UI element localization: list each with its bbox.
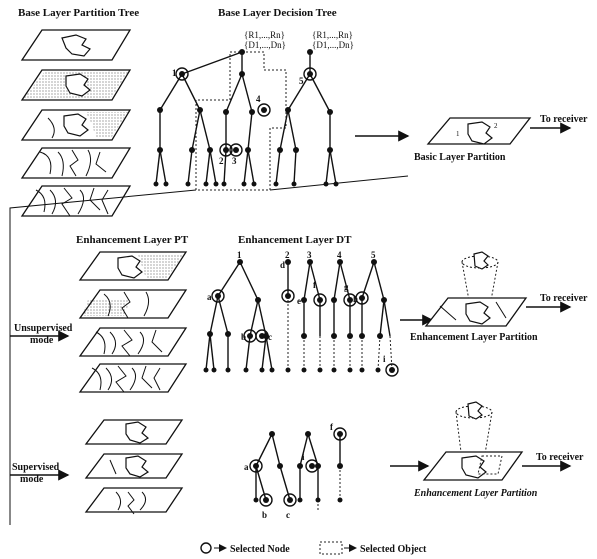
sup-selected-node-a — [249, 459, 263, 473]
svg-text:c: c — [286, 510, 290, 520]
basic-partition-label: Basic Layer Partition — [414, 152, 506, 163]
enhancement-layer-partition-1 — [424, 251, 528, 327]
flow-line-right — [269, 175, 409, 191]
base-node-label-2: 2 — [219, 156, 224, 166]
legend: Selected Node Selected Object — [200, 541, 427, 555]
base-selected-node-5 — [303, 67, 317, 81]
to-receiver-1: To receiver — [540, 114, 588, 125]
sup-selected-node-i — [305, 459, 319, 473]
enh-selected-node-i — [385, 363, 399, 377]
to-receiver-2: To receiver — [540, 293, 588, 304]
svg-text:a: a — [207, 292, 212, 302]
svg-text:f: f — [313, 280, 317, 290]
svg-text:b: b — [241, 332, 246, 342]
sup-selected-node-b — [259, 493, 273, 507]
base-plane-3 — [20, 109, 132, 141]
selected-node-legend-icon — [200, 542, 212, 554]
enh-selected-node-a — [211, 289, 225, 303]
legend-selected-node: Selected Node — [230, 544, 290, 555]
enhancement-decision-tree-title: Enhancement Layer DT — [238, 234, 352, 246]
enh-selected-node-h — [355, 291, 369, 305]
enhancement-partition-stack — [78, 251, 188, 393]
base-plane-4 — [20, 147, 132, 179]
base-node-label-3: 3 — [232, 156, 237, 166]
svg-text:h: h — [353, 294, 358, 304]
svg-text:5: 5 — [371, 250, 376, 260]
base-decision-tree: {R1,...,Rn} {D1,...,Dn} {R1,...,Rn} {D1,… — [153, 30, 354, 191]
r-set-left: {R1,...,Rn} — [244, 30, 285, 40]
base-selected-node-3 — [229, 143, 243, 157]
svg-text:i: i — [383, 354, 386, 364]
svg-text:g: g — [344, 282, 349, 292]
enhancement-layer-partition-2 — [422, 401, 524, 481]
svg-text:c: c — [268, 332, 272, 342]
base-plane-5 — [20, 185, 132, 217]
base-plane-2 — [20, 69, 132, 101]
base-node-label-1: 1 — [172, 68, 177, 78]
base-selected-node-1 — [175, 67, 189, 81]
flow-line-left — [9, 189, 197, 525]
enh-partition-label-2: Enhancement Layer Partition — [413, 488, 538, 499]
d-set-right: {D1,...,Dn} — [312, 40, 354, 50]
svg-text:d: d — [280, 260, 285, 270]
legend-selected-object: Selected Object — [360, 544, 427, 555]
enh-partition-label-1: Enhancement Layer Partition — [410, 332, 538, 343]
svg-text:4: 4 — [337, 250, 342, 260]
to-receiver-3: To receiver — [536, 452, 584, 463]
enhancement-partition-tree-title: Enhancement Layer PT — [76, 234, 189, 246]
base-decision-tree-title: Base Layer Decision Tree — [218, 7, 337, 19]
sup-selected-node-c — [283, 493, 297, 507]
svg-text:e: e — [297, 296, 301, 306]
supervised-decision-tree: a b c f i — [244, 422, 347, 520]
svg-text:f: f — [330, 422, 334, 432]
supervised-partition-stack — [84, 419, 184, 515]
selected-object-legend-icon — [319, 541, 343, 555]
base-selected-node-2 — [219, 143, 233, 157]
enh-selected-node-f — [313, 293, 327, 307]
basic-partition-number-2: 2 — [494, 122, 498, 130]
enh-selected-node-d — [281, 289, 295, 303]
svg-text:1: 1 — [237, 250, 242, 260]
base-node-label-5: 5 — [299, 76, 304, 86]
svg-text:i: i — [302, 452, 305, 462]
basic-layer-partition: 1 2 — [426, 117, 532, 145]
d-set-left: {D1,...,Dn} — [244, 40, 286, 50]
sup-selected-node-f — [333, 427, 347, 441]
svg-text:b: b — [262, 510, 267, 520]
enhancement-decision-tree: 1 2 3 4 5 a b c d e f g h i — [203, 250, 399, 377]
svg-text:a: a — [244, 462, 249, 472]
base-partition-stack — [20, 29, 132, 217]
base-selected-object-region — [195, 51, 287, 191]
base-partition-tree-title: Base Layer Partition Tree — [18, 7, 139, 19]
basic-partition-number-1: 1 — [456, 130, 460, 138]
svg-text:2: 2 — [285, 250, 290, 260]
base-node-label-4: 4 — [256, 94, 261, 104]
base-plane-1 — [20, 29, 132, 61]
r-set-right: {R1,...,Rn} — [312, 30, 353, 40]
enh-selected-node-c — [255, 329, 269, 343]
svg-text:3: 3 — [307, 250, 312, 260]
base-selected-node-4 — [257, 103, 271, 117]
